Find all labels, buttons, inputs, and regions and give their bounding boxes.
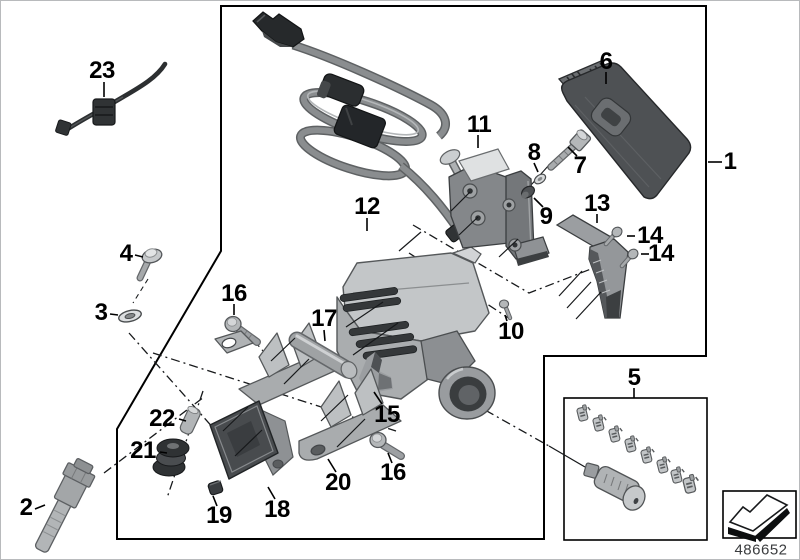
part-23-cable-tie (55, 61, 168, 136)
cable-assembly (252, 11, 468, 243)
callout-19[interactable]: 19 (206, 502, 232, 529)
part-21-grommet (152, 438, 190, 477)
part-3-washer (118, 309, 142, 323)
callout-7[interactable]: 7 (573, 152, 587, 179)
part-2-mount-bolt (34, 458, 96, 553)
part-9-nut (520, 185, 536, 199)
part-6-adapter-plate (557, 60, 692, 200)
kit-box (563, 397, 708, 541)
callout-10[interactable]: 10 (498, 318, 524, 345)
part-8-washer (533, 173, 547, 185)
diagram-code: 486652 (734, 541, 788, 559)
callout-16[interactable]: 16 (221, 280, 247, 307)
part-18-cover (209, 400, 294, 480)
callout-15[interactable]: 15 (374, 401, 400, 428)
pointer-lines (222, 191, 602, 457)
main-frame (116, 5, 707, 540)
callout-18[interactable]: 18 (264, 496, 290, 523)
part-11-device-mount (439, 148, 550, 266)
callout-14[interactable]: 14 (637, 222, 663, 249)
callout-21[interactable]: 21 (130, 437, 156, 464)
part-10-screw (498, 299, 513, 321)
callout-3[interactable]: 3 (94, 299, 108, 326)
rear-support-bracket (214, 322, 340, 406)
part-13-bracket (555, 214, 629, 319)
part-17-pin (288, 331, 358, 380)
part-7-bolt (547, 129, 592, 171)
callout-9[interactable]: 9 (539, 203, 553, 230)
callout-4[interactable]: 4 (119, 240, 133, 267)
part-14-screw (619, 248, 639, 269)
callout-12[interactable]: 12 (354, 193, 380, 220)
cable-top-connector (252, 11, 305, 48)
callout-11[interactable]: 11 (466, 111, 492, 138)
callout-20[interactable]: 20 (325, 469, 351, 496)
part-22-spacer-sleeve (179, 406, 201, 435)
callout-1[interactable]: 1 (723, 148, 737, 175)
callout-22[interactable]: 22 (149, 405, 175, 432)
cable-ferrite (333, 104, 386, 149)
callout-17[interactable]: 17 (311, 305, 337, 332)
part-14-screw (603, 226, 623, 247)
part-4-screw (136, 248, 163, 282)
callout-8[interactable]: 8 (527, 139, 541, 166)
callout-16[interactable]: 16 (380, 459, 406, 486)
callout-14[interactable]: 14 (648, 240, 674, 267)
part-19-nut (207, 480, 224, 496)
direction-arrow-icon (728, 494, 790, 542)
callout-6[interactable]: 6 (599, 48, 613, 75)
part-12-control-housing (336, 246, 496, 420)
cable-inline-connector (316, 73, 365, 107)
callout-23[interactable]: 23 (89, 57, 115, 84)
label-leader-lines (34, 72, 722, 510)
part-20-support-bracket (298, 368, 402, 461)
part-5-lock-cylinder-kit (575, 403, 702, 511)
callout-13[interactable]: 13 (584, 190, 610, 217)
lock-cylinder (583, 462, 646, 511)
part-16-screw (369, 431, 405, 460)
callout-2[interactable]: 2 (19, 494, 33, 521)
callout-5[interactable]: 5 (627, 364, 641, 391)
